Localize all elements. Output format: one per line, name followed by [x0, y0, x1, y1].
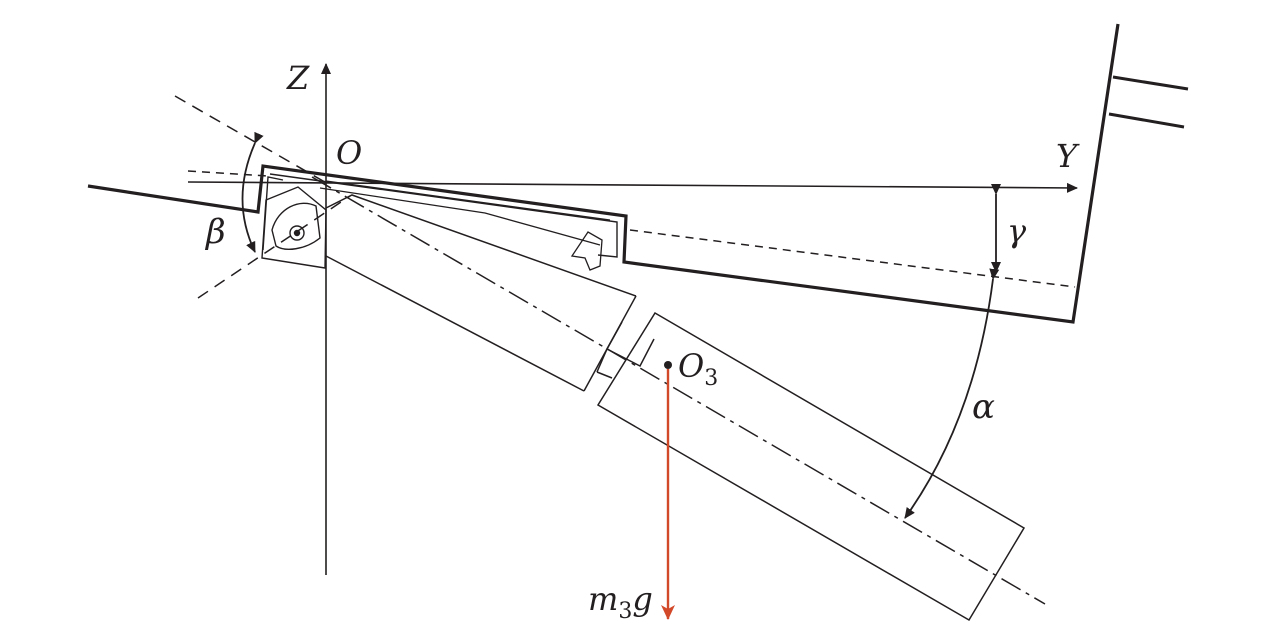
hinge-hook — [271, 202, 321, 250]
hinge-pin-inner — [293, 229, 301, 237]
weight-force — [661, 361, 675, 620]
y-axis-label: Y — [1056, 137, 1080, 175]
cover-line-2 — [325, 180, 611, 221]
axes — [187, 63, 1078, 575]
centroid-subscript: 3 — [704, 366, 718, 391]
weight-gravity-letter: g — [632, 580, 652, 618]
gamma-label: γ — [1007, 212, 1027, 250]
beta-arc — [241, 131, 264, 253]
beta-label: β — [204, 212, 226, 252]
latch-hook — [570, 231, 603, 271]
hinge-base — [261, 186, 327, 269]
y-axis — [187, 181, 1078, 193]
weight-mass-letter: m — [588, 580, 618, 618]
origin-label: O — [336, 134, 362, 172]
hinge-pocket — [262, 176, 284, 251]
arm-lower-segment — [596, 311, 1026, 622]
centroid-letter: O — [678, 347, 704, 385]
arm-coupling — [596, 321, 655, 379]
z-axis-label: Z — [286, 59, 310, 97]
arm-upper-segment — [325, 194, 637, 392]
alpha-label: α — [972, 387, 995, 427]
inner-bracket — [269, 173, 618, 258]
weight-subscript: 3 — [618, 599, 632, 624]
centroid-label: O3 — [678, 347, 718, 391]
mount-tab-upper — [1112, 75, 1189, 91]
frame-outline — [87, 23, 1120, 324]
horizontal-dash-left — [187, 170, 269, 177]
hinge-pin-outer — [289, 225, 305, 241]
beta-lower-dash-line — [197, 195, 351, 299]
frame-body — [87, 23, 1189, 324]
arm-centerline — [311, 176, 1046, 605]
weight-label: m3g — [588, 580, 653, 624]
hinge-block — [261, 186, 327, 269]
cover-plate — [319, 180, 611, 271]
cover-line-1 — [319, 187, 601, 246]
angle-arcs — [241, 131, 1001, 519]
centroid-dot — [664, 361, 672, 369]
alpha-arc — [904, 268, 1000, 519]
mount-tab-lower — [1108, 112, 1185, 129]
gamma-dash-line — [629, 229, 1076, 288]
